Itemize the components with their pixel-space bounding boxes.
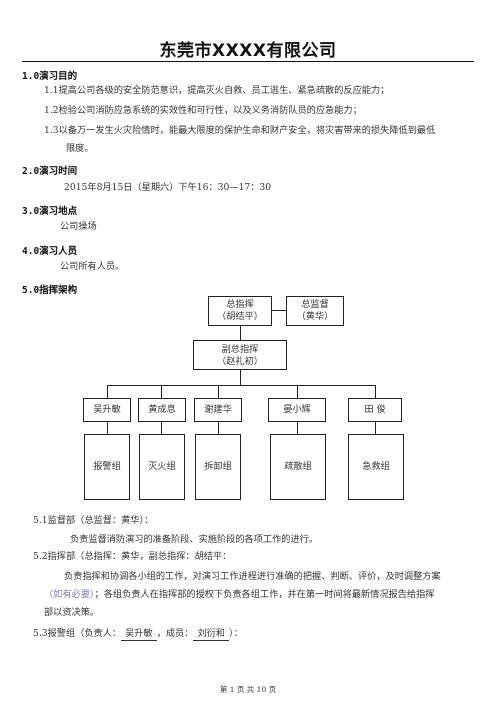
page-footer: 第 1 页 共 10 页	[219, 685, 277, 694]
chief-deputy-connector	[240, 326, 241, 340]
detail-5-3-suffix: ）：	[229, 628, 243, 639]
detail-5-3-mid: ，成员：	[156, 628, 194, 639]
title-divider	[22, 61, 474, 62]
chief-supervisor-connector	[272, 310, 286, 311]
section-1-item-3-cont: 限度。	[66, 143, 94, 154]
leaders-bus-line	[107, 385, 375, 386]
group-box-dismantling: 拆卸组	[195, 434, 241, 500]
leader-5-drop	[375, 385, 376, 398]
group-1-connector	[107, 422, 108, 434]
group-4-connector	[297, 422, 298, 434]
leader-box-1: 吴升敏	[83, 398, 131, 422]
group-box-evacuation: 疏散组	[270, 434, 326, 500]
company-title: 东莞市XXXX有限公司	[159, 41, 337, 61]
deputy-commander-box: 副总指挥 （赵礼初）	[193, 340, 287, 370]
deputy-down-connector	[240, 370, 241, 385]
detail-5-2-text-c: 部以资决策。	[44, 607, 100, 618]
deputy-name: （赵礼初）	[217, 356, 263, 367]
section-4-heading: 4.0演习人员	[22, 246, 78, 257]
detail-5-1-title: 5.1监督部（总监督：黄华）：	[33, 515, 154, 526]
detail-5-2-title: 5.2指挥部（总指挥：黄华，副总指挥：胡结平：	[33, 551, 232, 562]
detail-5-2-note: （如有必要）	[44, 589, 95, 600]
section-3-heading: 3.0演习地点	[22, 206, 78, 217]
leader-4-drop	[297, 385, 298, 398]
group-box-firefighting: 灭火组	[139, 434, 185, 500]
leader-box-3: 谢建华	[194, 398, 242, 422]
section-5-heading: 5.0指挥架构	[22, 285, 78, 296]
chief-title: 总指挥	[226, 299, 254, 310]
section-2-heading: 2.0演习时间	[22, 166, 78, 177]
group-3-connector	[218, 422, 219, 434]
detail-5-3-prefix: 5.3报警组（负责人：	[33, 628, 122, 639]
leader-box-5: 田 俊	[348, 398, 402, 422]
section-1-item-2: 1.2检验公司消防应急系统的实效性和可行性，以及义务消防队员的应急能力；	[44, 105, 362, 116]
section-1-item-3: 1.3以备万一发生火灾险情时，能最大限度的保护生命和财产安全，将灾害带来的损失降…	[44, 125, 436, 136]
group-box-first-aid: 急救组	[348, 434, 404, 500]
leader-1-drop	[107, 385, 108, 398]
supervisor-title: 总监督	[301, 299, 329, 310]
detail-5-2-text-a: 负责指挥和协调各小组的工作，对演习工作进程进行准确的把握、判断、评价，及时调整方…	[64, 571, 441, 582]
section-1-heading: 1.0演习目的	[22, 71, 78, 82]
section-3-text: 公司操场	[60, 221, 97, 232]
chief-name: （胡结平）	[217, 311, 263, 322]
group-2-connector	[161, 422, 162, 434]
section-4-text: 公司所有人员。	[60, 261, 125, 272]
deputy-title: 副总指挥	[221, 344, 259, 355]
detail-5-1-text: 负责监督消防演习的准备阶段、实施阶段的各项工作的进行。	[70, 534, 319, 545]
leader-box-2: 黄成息	[138, 398, 186, 422]
chief-commander-box: 总指挥 （胡结平）	[208, 296, 272, 326]
section-2-text: 2015年8月15日（星期六）下午16：30—17：30	[64, 182, 272, 193]
detail-5-2-text-b-line: （如有必要）；各组负责人在指挥部的授权下负责各组工作，并在第一时间将最新情况报告…	[44, 589, 434, 601]
section-1-item-1: 1.1提高公司各级的安全防范意识，提高灭火自救、员工逃生、紧急疏散的反应能力；	[44, 85, 390, 96]
supervisor-box: 总监督 （黄华）	[286, 296, 344, 326]
leader-2-drop	[161, 385, 162, 398]
detail-5-2-text-b: ；各组负责人在指挥部的授权下负责各组工作，并在第一时间将最新情况报告给指挥	[94, 589, 435, 600]
detail-5-3-line: 5.3报警组（负责人：吴升敏，成员：刘衍和）：	[33, 628, 243, 641]
detail-5-3-member: 刘衍和	[193, 628, 229, 641]
leader-box-4: 晏小辉	[268, 398, 326, 422]
leader-3-drop	[218, 385, 219, 398]
detail-5-3-leader: 吴升敏	[121, 628, 157, 641]
supervisor-name: （黄华）	[296, 311, 334, 322]
group-5-connector	[375, 422, 376, 434]
group-box-alarm: 报警组	[84, 434, 130, 500]
